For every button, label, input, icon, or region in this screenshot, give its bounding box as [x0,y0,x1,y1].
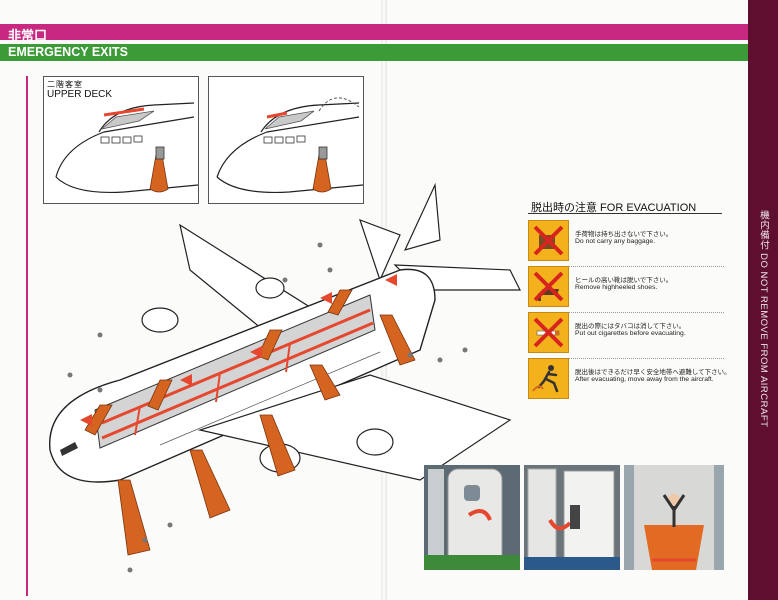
evacuation-title-rule [528,213,722,214]
evacuation-item-move-away: 脱出後はできるだけ早く安全地帯へ避難して下さい。 After evacuatin… [528,358,731,402]
page-title-jp: 非常口 [8,28,48,43]
evacuation-item-en: After evacuating, move away from the air… [575,376,714,383]
evacuation-divider [528,358,724,359]
header-band-magenta [0,24,748,40]
slide-jump-photo [624,465,724,570]
upper-deck-inset-closed [43,76,199,204]
no-smoking-icon [528,312,569,353]
page-title-en: EMERGENCY EXITS [8,45,128,59]
evacuation-item-cigarettes: 脱出の際にはタバコは消して下さい。 Put out cigarettes bef… [528,312,728,359]
evacuation-divider [528,266,724,267]
evacuation-divider [528,312,724,313]
evacuation-item-baggage: 手荷物は持ち出さないで下さい。 Do not carry any baggage… [528,220,728,267]
header-band-wedge [690,24,750,61]
run-away-icon [528,358,569,399]
side-strip-text: 機内備付 DO NOT REMOVE FROM AIRCRAFT [758,210,769,428]
evacuation-item-jp: 脱出の際にはタバコは消して下さい。 [575,323,686,330]
evacuation-item-en: Do not carry any baggage. [575,238,656,245]
upper-deck-label-en: UPPER DECK [47,89,113,100]
evacuation-item-jp: 手荷物は持ち出さないで下さい。 [575,231,673,238]
evacuation-item-jp: ヒールの高い靴は脱いで下さい。 [575,277,673,284]
no-high-heels-icon [528,266,569,307]
evacuation-item-jp: 脱出後はできるだけ早く安全地帯へ避難して下さい。 [575,369,731,376]
evacuation-item-en: Put out cigarettes before evacuating. [575,330,686,337]
left-margin-rule [26,76,28,596]
upper-deck-inset-open [208,76,364,204]
evacuation-item-en: Remove highheeled shoes. [575,284,658,291]
side-strip [748,0,778,600]
upper-deck-diagram-2 [216,97,364,194]
upper-deck-diagram-1 [55,102,199,194]
no-baggage-icon [528,220,569,261]
aircraft-exit-diagram [49,182,521,573]
upper-deck-label-jp: 二階客室 [47,80,83,89]
door-closed-photo [424,465,520,570]
door-opening-photo [524,465,620,570]
evacuation-item-heels: ヒールの高い靴は脱いで下さい。 Remove highheeled shoes. [528,266,728,313]
evacuation-title: 脱出時の注意 FOR EVACUATION [531,202,697,214]
header-band-green [0,44,748,61]
